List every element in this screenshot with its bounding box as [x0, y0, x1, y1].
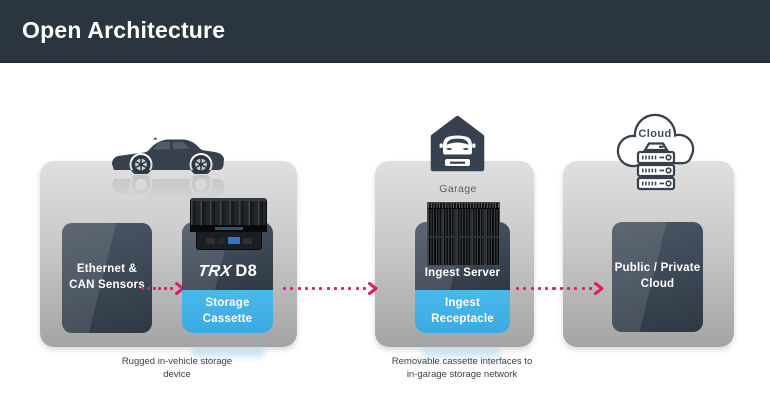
- storage-cassette-label-area: Storage Cassette: [182, 290, 273, 333]
- storage-cassette-reflection: [192, 349, 264, 357]
- car-icon: [108, 131, 228, 176]
- trx-d8-device-image: [190, 198, 267, 250]
- garage-caption: Removable cassette interfaces to in-gara…: [391, 356, 533, 380]
- page-title: Open Architecture: [22, 17, 226, 43]
- trx-d8-logo: TRX D8: [196, 262, 258, 290]
- ethernet-can-sensors-box: Ethernet & CAN Sensors: [62, 223, 152, 333]
- ingest-receptacle-label: Ingest Receptacle: [431, 296, 494, 325]
- cloud-servers-icon: [611, 108, 701, 193]
- d8-model-text: D8: [235, 262, 258, 280]
- storage-cassette-label: Storage Cassette: [202, 296, 253, 325]
- flow-arrow-vehicle-to-garage: [283, 282, 378, 295]
- trx-brand-text: TRX: [196, 263, 233, 280]
- public-private-cloud-label: Public / Private Cloud: [614, 262, 701, 290]
- cassette-rack-image: [190, 198, 267, 232]
- slide-header: Open Architecture: [0, 0, 770, 63]
- ingest-server-image: [427, 202, 500, 266]
- flow-arrow-garage-to-cloud: [516, 282, 604, 295]
- rack-label-band: [191, 225, 266, 231]
- ingest-server-label: Ingest Server: [424, 267, 501, 280]
- ethernet-can-sensors-label: Ethernet & CAN Sensors: [69, 263, 145, 291]
- public-private-cloud-box: Public / Private Cloud: [612, 222, 703, 332]
- garage-label: Garage: [439, 183, 477, 195]
- server-drive-grid: [428, 209, 499, 265]
- arrowhead-icon: [368, 282, 378, 295]
- dotted-line: [283, 282, 366, 295]
- device-base-connectors: [195, 232, 262, 250]
- flow-arrow-sensors-to-cassette: [141, 282, 185, 295]
- dotted-line: [516, 282, 592, 295]
- vehicle-caption: Rugged in-vehicle storage device: [121, 356, 233, 380]
- dotted-line: [141, 282, 173, 295]
- server-top-bar: [428, 203, 499, 209]
- ingest-receptacle-reflection: [422, 349, 500, 357]
- garage-icon: [430, 115, 485, 172]
- ingest-receptacle-label-area: Ingest Receptacle: [415, 290, 510, 333]
- cloud-label: Cloud: [638, 128, 672, 140]
- arrowhead-icon: [594, 282, 604, 295]
